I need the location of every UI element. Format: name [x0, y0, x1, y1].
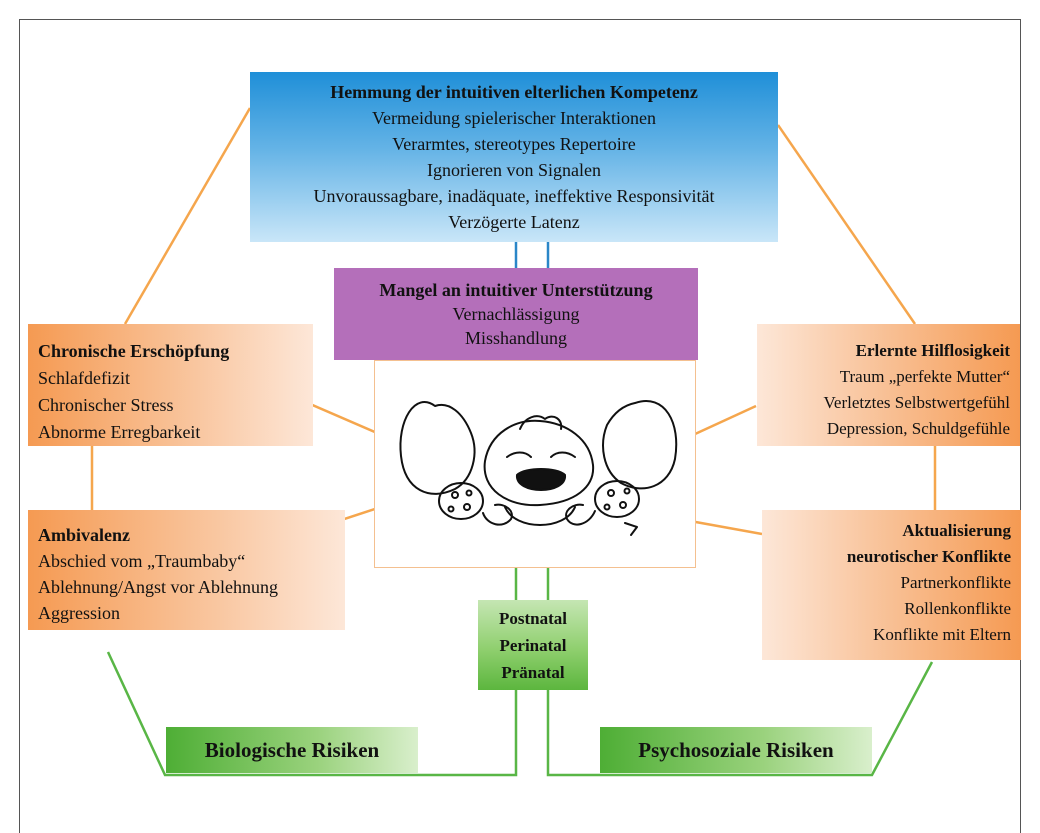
psychosocial-risks-box: Psychosoziale Risiken — [600, 727, 872, 773]
biological-risks-box: Biologische Risiken — [166, 727, 418, 773]
intuitive-support-item: Vernachlässigung — [334, 302, 698, 326]
neurotic-conflicts-item: Konflikte mit Eltern — [762, 622, 1011, 648]
period-postnatal: Postnatal — [478, 605, 588, 632]
connector-topbox-right — [778, 125, 915, 324]
intuitive-competence-item: Verzögerte Latenz — [250, 209, 778, 235]
crying-baby-icon — [375, 361, 695, 567]
biological-risks-label: Biologische Risiken — [166, 727, 418, 773]
neurotic-conflicts-item: Partnerkonflikte — [762, 570, 1011, 596]
intuitive-competence-box: Hemmung der intuitiven elterlichen Kompe… — [250, 72, 778, 242]
period-prenatal: Pränatal — [478, 659, 588, 686]
intuitive-support-item: Misshandlung — [334, 326, 698, 350]
chronic-exhaustion-item: Schlafdefizit — [38, 365, 313, 392]
learned-helplessness-item: Depression, Schuldgefühle — [757, 416, 1010, 442]
period-box: Postnatal Perinatal Pränatal — [478, 600, 588, 690]
chronic-exhaustion-box: Chronische Erschöpfung Schlafdefizit Chr… — [28, 324, 313, 446]
ambivalence-item: Ablehnung/Angst vor Ablehnung — [38, 574, 345, 600]
period-perinatal: Perinatal — [478, 632, 588, 659]
psychosocial-risks-label: Psychosoziale Risiken — [600, 727, 872, 773]
intuitive-competence-item: Ignorieren von Signalen — [250, 157, 778, 183]
connector-topbox-left — [125, 108, 250, 324]
neurotic-conflicts-item: Rollenkonflikte — [762, 596, 1011, 622]
neurotic-conflicts-title: neurotischer Konflikte — [762, 544, 1011, 570]
ambivalence-item: Abschied vom „Traumbaby“ — [38, 548, 345, 574]
ambivalence-item: Aggression — [38, 600, 345, 626]
neurotic-conflicts-box: Aktualisierung neurotischer Konflikte Pa… — [762, 510, 1021, 660]
learned-helplessness-box: Erlernte Hilflosigkeit Traum „perfekte M… — [757, 324, 1020, 446]
intuitive-support-title: Mangel an intuitiver Unterstützung — [334, 278, 698, 302]
chronic-exhaustion-item: Abnorme Erregbarkeit — [38, 419, 313, 446]
neurotic-conflicts-title: Aktualisierung — [762, 518, 1011, 544]
intuitive-competence-item: Vermeidung spielerischer Interaktionen — [250, 105, 778, 131]
crying-baby-illustration — [374, 360, 696, 568]
chronic-exhaustion-item: Chronischer Stress — [38, 392, 313, 419]
intuitive-support-box: Mangel an intuitiver Unterstützung Verna… — [334, 268, 698, 360]
chronic-exhaustion-title: Chronische Erschöpfung — [38, 338, 313, 365]
learned-helplessness-title: Erlernte Hilflosigkeit — [757, 338, 1010, 364]
ambivalence-box: Ambivalenz Abschied vom „Traumbaby“ Able… — [28, 510, 345, 630]
learned-helplessness-item: Verletztes Selbstwertgefühl — [757, 390, 1010, 416]
intuitive-competence-item: Verarmtes, stereotypes Repertoire — [250, 131, 778, 157]
ambivalence-title: Ambivalenz — [38, 522, 345, 548]
learned-helplessness-item: Traum „perfekte Mutter“ — [757, 364, 1010, 390]
intuitive-competence-title: Hemmung der intuitiven elterlichen Kompe… — [250, 79, 778, 105]
intuitive-competence-item: Unvoraussagbare, inadäquate, ineffektive… — [250, 183, 778, 209]
